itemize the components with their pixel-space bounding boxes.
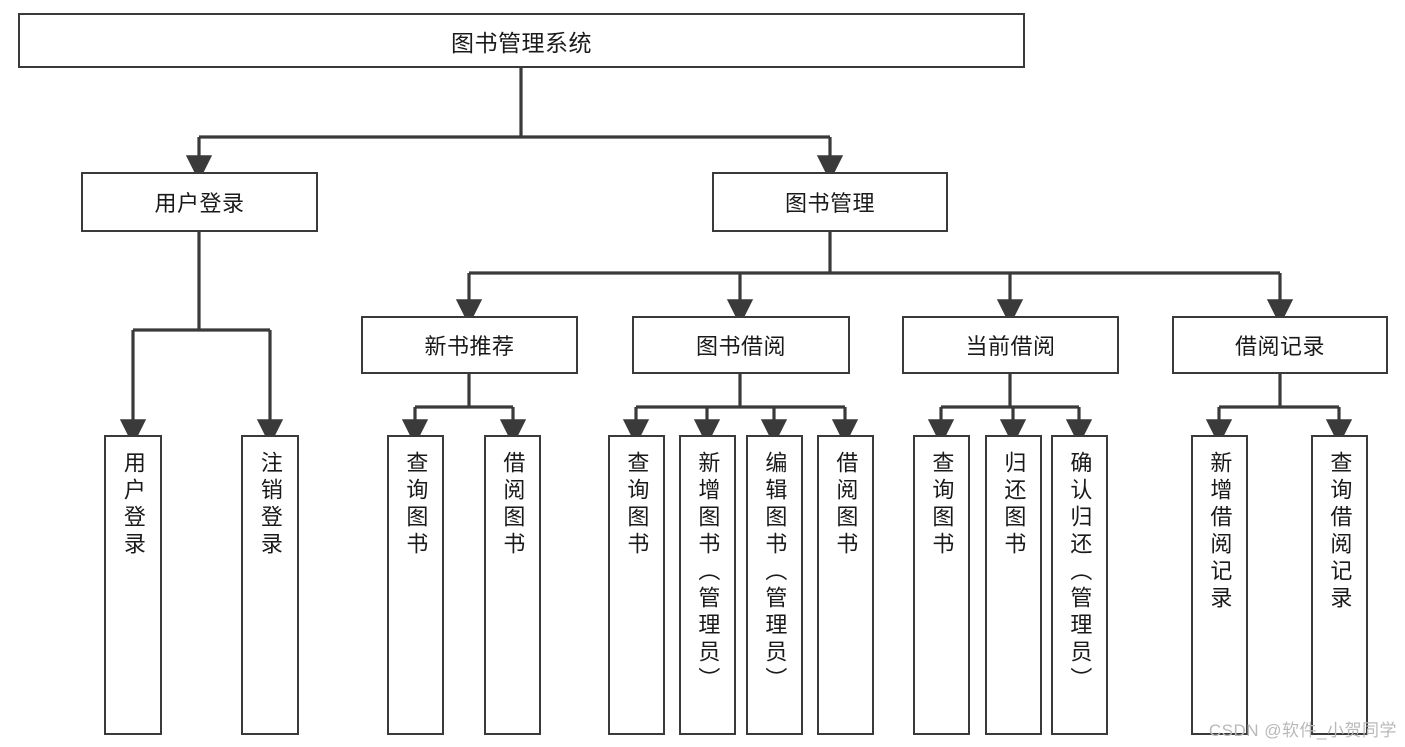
leaf-query-book-current[interactable]: 查询图书: [913, 435, 970, 735]
node-label: 图书管理: [784, 191, 875, 216]
node-label: 归还图书: [1001, 451, 1027, 559]
node-label: 注销登录: [257, 451, 283, 559]
node-label: 查询图书: [403, 451, 429, 559]
node-label: 新增图书（管理员）: [695, 451, 721, 694]
node-label: 用户登录: [120, 451, 146, 559]
node-root-system[interactable]: 图书管理系统: [18, 13, 1025, 68]
node-label: 借阅图书: [833, 451, 859, 559]
leaf-add-borrow-record[interactable]: 新增借阅记录: [1191, 435, 1248, 735]
leaf-query-borrow-record[interactable]: 查询借阅记录: [1311, 435, 1368, 735]
leaf-query-book-borrow[interactable]: 查询图书: [608, 435, 665, 735]
node-label: 确认归还（管理员）: [1067, 451, 1093, 694]
node-label: 新书推荐: [424, 334, 515, 359]
node-label: 用户登录: [154, 191, 245, 216]
leaf-user-logout[interactable]: 注销登录: [241, 435, 299, 735]
node-label: 当前借阅: [965, 334, 1056, 359]
node-label: 新增借阅记录: [1207, 451, 1233, 613]
node-label: 图书管理系统: [451, 29, 592, 56]
node-borrow-record[interactable]: 借阅记录: [1172, 316, 1388, 374]
leaf-add-book-admin[interactable]: 新增图书（管理员）: [679, 435, 736, 735]
leaf-edit-book-admin[interactable]: 编辑图书（管理员）: [746, 435, 803, 735]
node-label: 查询图书: [624, 451, 650, 559]
node-new-book-recommend[interactable]: 新书推荐: [361, 316, 578, 374]
leaf-confirm-return-admin[interactable]: 确认归还（管理员）: [1051, 435, 1108, 735]
node-label: 查询借阅记录: [1327, 451, 1353, 613]
leaf-user-login[interactable]: 用户登录: [104, 435, 162, 735]
node-label: 借阅记录: [1234, 334, 1325, 359]
leaf-borrow-book-recommend[interactable]: 借阅图书: [484, 435, 541, 735]
node-book-management[interactable]: 图书管理: [712, 172, 948, 232]
node-label: 图书借阅: [695, 334, 786, 359]
node-book-borrow[interactable]: 图书借阅: [632, 316, 850, 374]
node-current-borrow[interactable]: 当前借阅: [902, 316, 1119, 374]
leaf-borrow-book[interactable]: 借阅图书: [817, 435, 874, 735]
leaf-query-book-recommend[interactable]: 查询图书: [387, 435, 444, 735]
node-label: 编辑图书（管理员）: [762, 451, 788, 694]
node-label: 查询图书: [929, 451, 955, 559]
leaf-return-book[interactable]: 归还图书: [985, 435, 1042, 735]
node-user-login[interactable]: 用户登录: [81, 172, 318, 232]
node-label: 借阅图书: [500, 451, 526, 559]
